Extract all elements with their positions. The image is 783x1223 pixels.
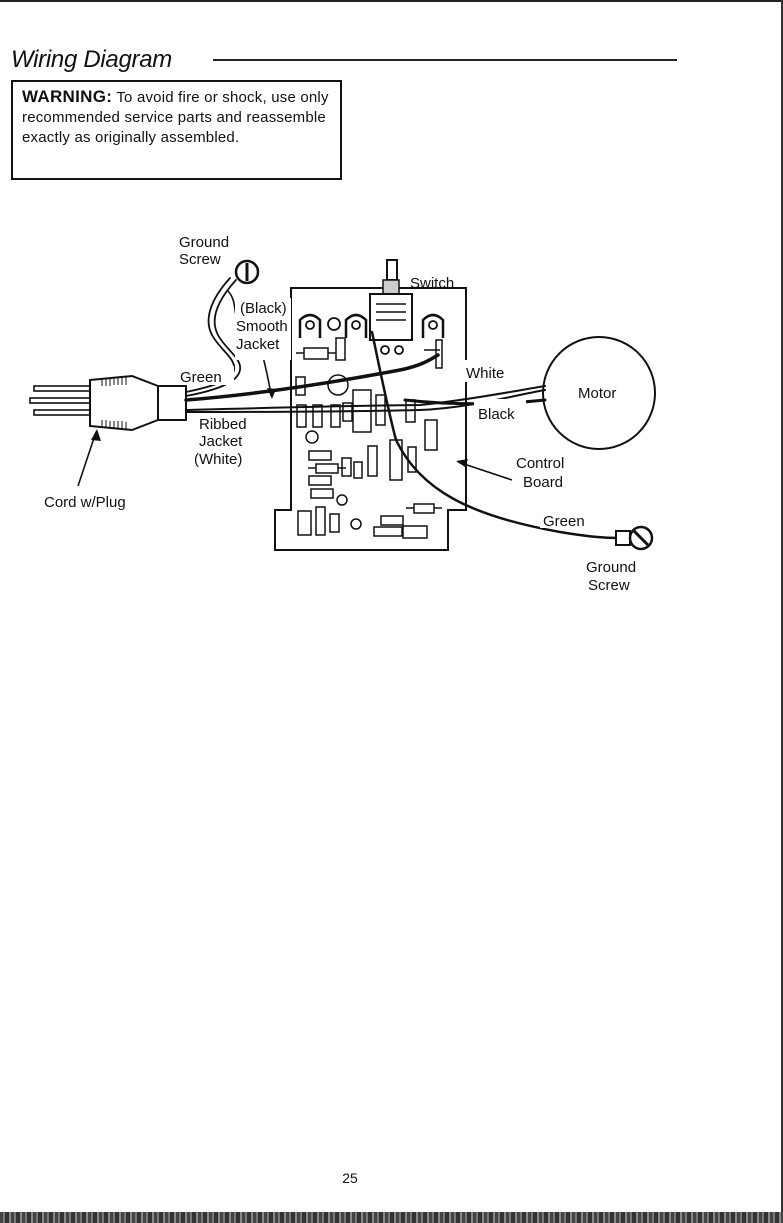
ground-screw-bottom-label-1: Ground: [586, 559, 636, 576]
switch-label: Switch: [410, 275, 454, 292]
smooth-jacket-label-2: Smooth: [236, 318, 288, 335]
ribbed-jacket-label-3: (White): [194, 451, 242, 468]
switch: [370, 260, 412, 354]
warning-box: WARNING: To avoid fire or shock, use onl…: [11, 80, 342, 180]
ribbed-jacket-label-1: Ribbed: [199, 416, 247, 433]
green-left-label: Green: [180, 369, 222, 386]
ground-screw-bottom-label-2: Screw: [588, 577, 630, 594]
white-label: White: [466, 365, 504, 382]
green-right-label: Green: [543, 513, 585, 530]
smooth-jacket-arrow: [267, 388, 276, 399]
cord-label: Cord w/Plug: [44, 494, 126, 511]
ground-screw-top-icon: [236, 261, 258, 283]
black-label: Black: [478, 406, 515, 423]
page-title: Wiring Diagram: [11, 46, 172, 74]
smooth-jacket-label-3: Jacket: [236, 336, 280, 353]
ground-screw-top-label-1: Ground: [179, 234, 229, 251]
wiring-diagram: Ground Screw Switch (Black) Smooth Jacke…: [0, 200, 700, 620]
ground-screw-top-label-2: Screw: [179, 251, 221, 268]
bottom-scan-band: [0, 1212, 783, 1223]
top-border: [0, 0, 783, 2]
ground-screw-bottom-icon: [616, 527, 652, 549]
warning-lead: WARNING:: [22, 87, 112, 106]
cord-plug: [30, 376, 186, 430]
control-board-label-1: Control: [516, 455, 564, 472]
title-rule: [213, 59, 677, 61]
smooth-jacket-label-1: (Black): [240, 300, 287, 317]
page-number: 25: [0, 1170, 700, 1186]
cord-arrow: [91, 429, 101, 441]
control-board-label-2: Board: [523, 474, 563, 491]
motor-label: Motor: [578, 385, 616, 402]
ribbed-jacket-label-2: Jacket: [199, 433, 243, 450]
